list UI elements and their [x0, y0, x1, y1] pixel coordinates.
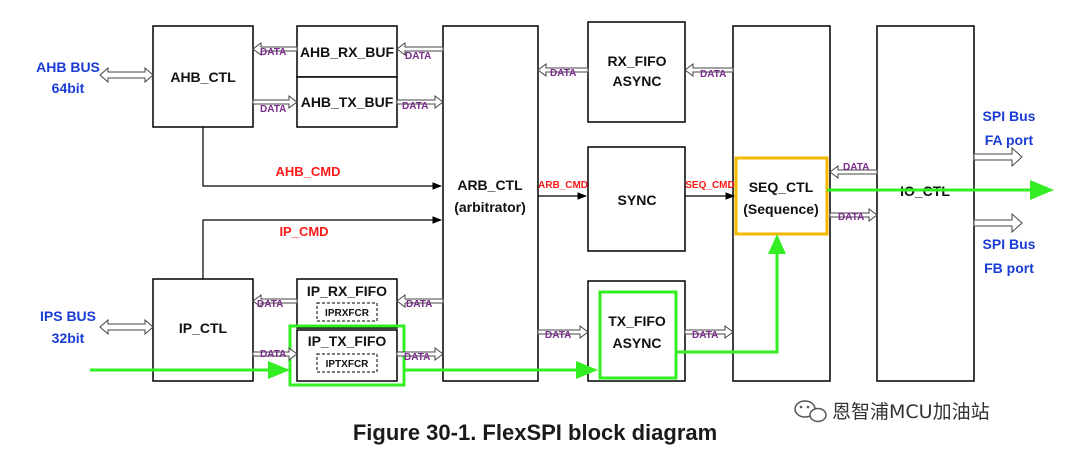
seq-cmd-label: SEQ_CMD — [685, 180, 734, 191]
data-label: DATA — [257, 299, 283, 310]
ahb-cmd-wire: AHB_CMD — [202, 127, 442, 190]
ip-ctl-label: IP_CTL — [179, 320, 228, 336]
data-arrows — [252, 42, 878, 361]
ahb-tx-buf-label: AHB_TX_BUF — [301, 94, 394, 110]
data-label: DATA — [260, 349, 286, 360]
data-label: DATA — [843, 162, 869, 173]
ip-tx-fifo-label: IP_TX_FIFO — [308, 333, 387, 349]
data-label: DATA — [260, 104, 286, 115]
tx-fifo-highlight — [598, 290, 678, 380]
data-label: DATA — [700, 69, 726, 80]
ips-bus-label: IPS BUS — [40, 308, 96, 324]
data-label: DATA — [406, 299, 432, 310]
arb-ctl-block: ARB_CTL (arbitrator) — [442, 25, 539, 382]
ip-rx-fifo-block: IP_RX_FIFO IPRXFCR — [296, 278, 398, 329]
rx-fifo-label: RX_FIFO — [607, 53, 666, 69]
seq-cmd-wire: SEQ_CMD — [685, 180, 735, 200]
ip-tx-fifo-block: IP_TX_FIFO IPTXFCR — [296, 329, 398, 382]
spi-fa-arrow — [973, 146, 1023, 168]
watermark: 恩智浦MCU加油站 — [794, 400, 990, 423]
ahb-bus-label: AHB BUS — [36, 59, 100, 75]
seq-ctl-sublabel: (Sequence) — [743, 201, 818, 217]
ahb-rx-buf-block: AHB_RX_BUF — [296, 25, 398, 78]
spi-fa-port: FA port — [985, 132, 1034, 148]
data-labels: DATA DATA DATA DATA DATA DATA DATA DATA … — [257, 47, 869, 363]
tx-fifo-label: TX_FIFO — [608, 313, 666, 329]
tx-fifo-async-block: TX_FIFO ASYNC — [587, 280, 686, 382]
seq-ctl-label: SEQ_CTL — [749, 179, 814, 195]
data-label: DATA — [402, 101, 428, 112]
arb-cmd-wire: ARB_CMD — [538, 180, 588, 200]
arb-ctl-label: ARB_CTL — [457, 177, 523, 193]
spi-fa-label: SPI Bus — [983, 108, 1036, 124]
rx-fifo-async-block: RX_FIFO ASYNC — [587, 21, 686, 123]
ahb-bus-arrow — [99, 66, 154, 84]
ips-bus-width: 32bit — [52, 330, 85, 346]
tx-fifo-sublabel: ASYNC — [612, 335, 661, 351]
figure-caption: Figure 30-1. FlexSPI block diagram — [353, 420, 717, 445]
ip-cmd-label: IP_CMD — [279, 224, 328, 239]
seq-ctl-block: SEQ_CTL (Sequence) — [734, 156, 829, 236]
arb-ctl-sublabel: (arbitrator) — [454, 199, 526, 215]
ahb-tx-buf-block: AHB_TX_BUF — [296, 76, 398, 128]
ahb-ctl-label: AHB_CTL — [170, 69, 236, 85]
data-label: DATA — [550, 68, 576, 79]
ip-rx-fifo-label: IP_RX_FIFO — [307, 283, 387, 299]
spi-fb-port: FB port — [984, 260, 1034, 276]
ahb-rx-buf-label: AHB_RX_BUF — [300, 44, 395, 60]
data-label: DATA — [545, 330, 571, 341]
ip-cmd-wire: IP_CMD — [202, 216, 442, 279]
ahb-bus-width: 64bit — [52, 80, 85, 96]
watermark-text: 恩智浦MCU加油站 — [832, 401, 990, 423]
data-label: DATA — [838, 212, 864, 223]
spi-fb-arrow — [973, 212, 1023, 234]
ip-ctl-block: IP_CTL — [152, 278, 254, 382]
ahb-ctl-block: AHB_CTL — [152, 25, 254, 128]
rx-fifo-sublabel: ASYNC — [612, 73, 661, 89]
spi-fb-label: SPI Bus — [983, 236, 1036, 252]
sync-block: SYNC — [587, 146, 686, 252]
data-label: DATA — [405, 51, 431, 62]
arb-cmd-label: ARB_CMD — [538, 180, 588, 191]
sync-label: SYNC — [618, 192, 657, 208]
wechat-icon — [794, 400, 827, 423]
data-label: DATA — [404, 352, 430, 363]
iprxfcr-label: IPRXFCR — [325, 308, 370, 319]
io-ctl-block: IO_CTL — [876, 25, 975, 382]
data-label: DATA — [260, 47, 286, 58]
iptxfcr-label: IPTXFCR — [326, 359, 370, 370]
data-label: DATA — [692, 330, 718, 341]
green-data-path — [90, 180, 1054, 379]
ips-bus-arrow — [99, 318, 154, 336]
ahb-cmd-label: AHB_CMD — [276, 164, 341, 179]
